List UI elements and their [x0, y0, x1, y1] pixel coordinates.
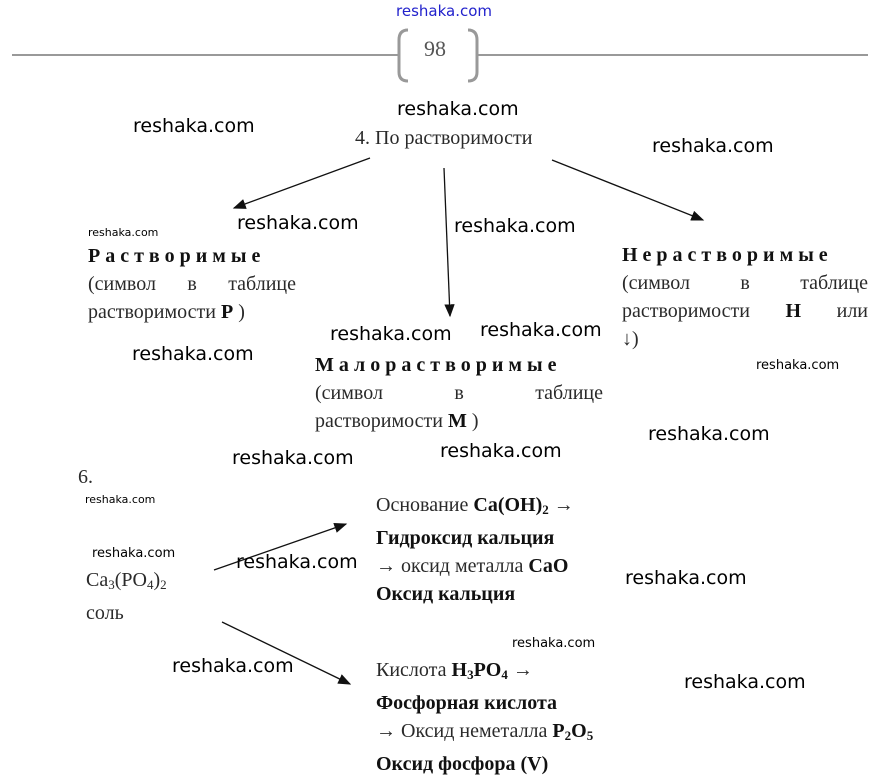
watermark: reshaka.com [454, 215, 576, 237]
formula: H [451, 659, 468, 681]
insoluble-block: Нерастворимые (символ в таблице раствори… [622, 241, 868, 353]
watermark: reshaka.com [648, 423, 770, 445]
slightly-soluble-line2: растворимости М ) [315, 407, 603, 435]
base-line3: → оксид металла CaO [376, 552, 574, 580]
watermark: reshaka.com [172, 655, 294, 677]
watermark: reshaka.com [397, 98, 519, 120]
base-line2: Гидроксид кальция [376, 527, 555, 549]
page-number: 98 [424, 36, 446, 61]
watermark: reshaka.com [440, 440, 562, 462]
symbol: Р [220, 301, 234, 323]
watermark: reshaka.com [480, 319, 602, 341]
text: → оксид металла [376, 555, 529, 577]
subscript: 5 [586, 728, 594, 743]
arrow-to-soluble [232, 157, 371, 209]
subscript: 3 [467, 667, 474, 682]
subscript: 4 [146, 577, 154, 592]
arrow-to-insoluble [551, 159, 705, 221]
base-block: Основание Ca(OH)2 → Гидроксид кальция → … [376, 491, 574, 608]
arrow-to-slightly-soluble [443, 167, 455, 318]
subscript: 2 [542, 502, 549, 517]
salt-block: Ca3(PO4)2 соль [86, 566, 167, 627]
watermark: reshaka.com [232, 447, 354, 469]
text: растворимости [315, 410, 448, 432]
watermark: reshaka.com [330, 323, 452, 345]
slightly-soluble-line1: (символ в таблице [315, 382, 603, 404]
watermark: reshaka.com [132, 343, 254, 365]
soluble-block: Растворимые (символ в таблице растворимо… [88, 242, 296, 326]
formula: Ca(OH) [473, 494, 543, 516]
text: Основание [376, 494, 474, 516]
text: ) [466, 410, 479, 432]
formula: O [571, 720, 587, 742]
text: Кислота [376, 659, 452, 681]
insoluble-line2: растворимости Н или [622, 297, 868, 325]
watermark-link[interactable]: reshaka.com [396, 2, 492, 20]
salt-formula: Ca3(PO4)2 [86, 566, 167, 599]
subscript: 2 [160, 577, 167, 592]
arrow-to-base [213, 522, 348, 571]
watermark: reshaka.com [133, 115, 255, 137]
insoluble-line3: ↓) [622, 328, 639, 350]
text: → Оксид неметалла [376, 720, 553, 742]
acid-block: Кислота H3PO4 → Фосфорная кислота → Окси… [376, 656, 593, 778]
soluble-line1: (символ в таблице [88, 273, 296, 295]
watermark: reshaka.com [237, 212, 359, 234]
section6-number: 6. [78, 466, 93, 488]
insoluble-line1: (символ в таблице [622, 272, 868, 294]
base-line1: Основание Ca(OH)2 → [376, 491, 574, 524]
soluble-line2: растворимости Р ) [88, 298, 296, 326]
arrow-to-acid [221, 621, 352, 685]
acid-line3: → Оксид неметалла P2O5 [376, 717, 593, 750]
text: растворимости [88, 301, 221, 323]
watermark: reshaka.com [684, 671, 806, 693]
acid-line2: Фосфорная кислота [376, 692, 558, 714]
formula: CaO [528, 555, 569, 577]
section4-title: 4. По растворимости [355, 127, 533, 149]
watermark: reshaka.com [756, 358, 840, 373]
watermark: reshaka.com [88, 226, 159, 239]
formula: P [552, 720, 565, 742]
page-number-bracket-left [397, 28, 409, 83]
subscript: 4 [501, 667, 508, 682]
watermark: reshaka.com [236, 551, 358, 573]
watermark: reshaka.com [652, 135, 774, 157]
arrow: → [548, 494, 574, 516]
slightly-soluble-block: Малорастворимые (символ в таблице раство… [315, 351, 603, 435]
page-number-bracket-right [467, 28, 479, 83]
subscript: 2 [564, 728, 572, 743]
watermark: reshaka.com [625, 567, 747, 589]
watermark: reshaka.com [512, 636, 596, 651]
watermark: reshaka.com [92, 546, 176, 561]
salt-label: соль [86, 602, 124, 624]
acid-line1: Кислота H3PO4 → [376, 656, 593, 689]
symbol: Н [785, 300, 802, 322]
acid-line4: Оксид фосфора (V) [376, 753, 549, 775]
text: (PO [114, 569, 147, 591]
text: растворимости [622, 300, 786, 322]
text: ) [233, 301, 245, 323]
text: или [801, 300, 868, 322]
base-line4: Оксид кальция [376, 583, 516, 605]
soluble-title: Растворимые [88, 245, 266, 267]
insoluble-title: Нерастворимые [622, 244, 833, 266]
symbol: М [447, 410, 467, 432]
formula: PO [473, 659, 502, 681]
text: ) [153, 569, 161, 591]
slightly-soluble-title: Малорастворимые [315, 354, 562, 376]
text: Ca [86, 569, 109, 591]
arrow: → [507, 659, 533, 681]
watermark: reshaka.com [85, 493, 156, 506]
subscript: 3 [108, 577, 115, 592]
